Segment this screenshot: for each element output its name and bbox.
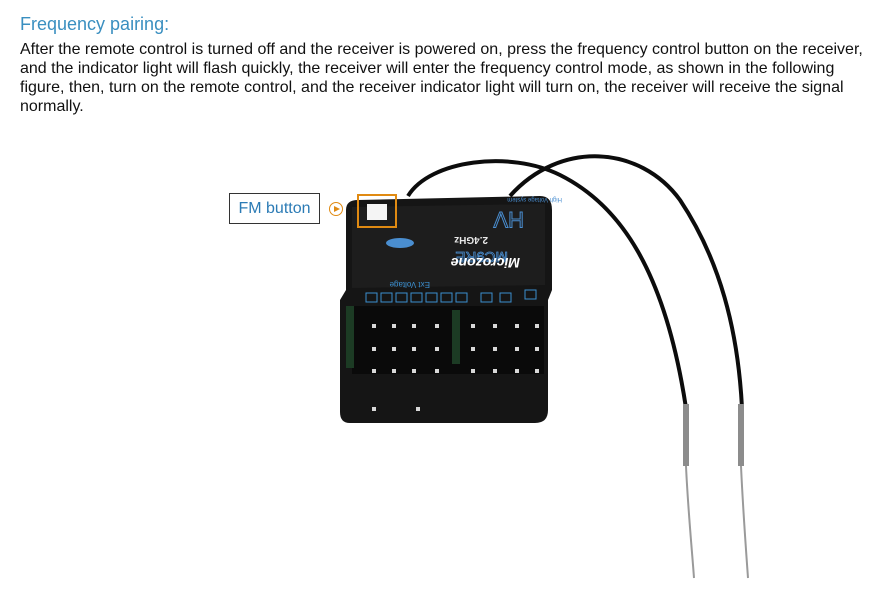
- ext-voltage-label: Ext Voltage: [389, 280, 430, 289]
- hv-label: HV: [493, 207, 524, 232]
- pin-row-2: [372, 347, 539, 351]
- brand-label: Microzone: [451, 255, 520, 271]
- pin-row-1: [372, 324, 539, 328]
- antenna-tip-right: [740, 465, 749, 579]
- pin-row-bottom: [372, 407, 420, 411]
- channel-label-row: [365, 289, 537, 303]
- pcb-strip-left: [346, 306, 354, 368]
- fm-button-highlight: [357, 194, 397, 228]
- receiver-logo-mark: [386, 238, 414, 248]
- antenna-sleeve-left: [683, 404, 689, 466]
- antenna-sleeve-right: [738, 404, 744, 466]
- antenna-wire-left: [406, 159, 688, 409]
- antenna-wire-right: [508, 154, 744, 409]
- pin-row-3: [372, 369, 539, 373]
- fm-pointer-icon: [329, 202, 343, 216]
- model-label: MC9RE: [455, 248, 508, 265]
- hv-sub-label: High Voltage system: [507, 196, 562, 202]
- band-label: 2.4GHz: [454, 234, 488, 245]
- receiver-label-plate: [352, 204, 545, 288]
- instruction-paragraph: After the remote control is turned off a…: [20, 41, 863, 115]
- pcb-strip-middle: [452, 310, 460, 364]
- section-heading: Frequency pairing:: [20, 14, 170, 34]
- antenna-tip-left: [685, 465, 695, 579]
- pin-header: [352, 306, 544, 374]
- fm-button-icon: [367, 204, 387, 220]
- fm-button-callout: FM button: [229, 193, 320, 224]
